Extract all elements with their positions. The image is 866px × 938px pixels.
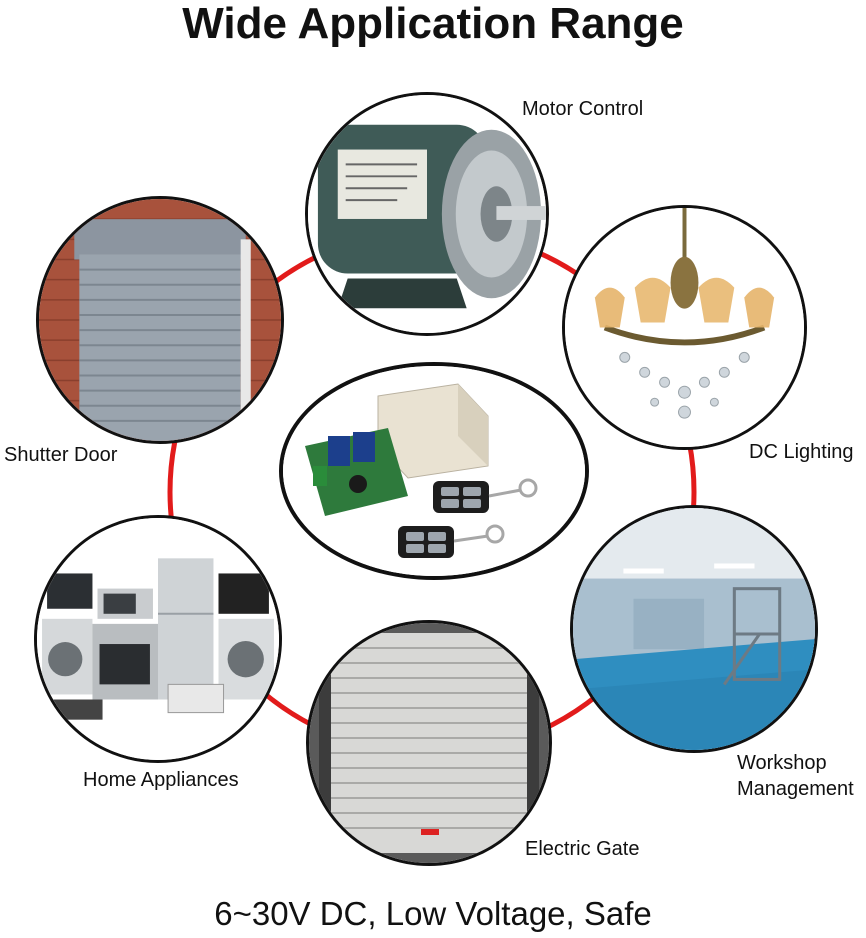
dc-lighting-label: DC Lighting xyxy=(749,441,854,463)
shutter-door-label: Shutter Door xyxy=(4,444,118,466)
workshop-management-label-line2: Management xyxy=(737,778,854,800)
home-appliances-label: Home Appliances xyxy=(83,769,239,791)
shutter-door-image xyxy=(36,196,284,444)
home-appliances-image xyxy=(34,515,282,763)
page-title: Wide Application Range xyxy=(182,0,684,48)
electric-gate-label: Electric Gate xyxy=(525,838,640,860)
dc-lighting-image xyxy=(562,205,807,450)
motor-control-label: Motor Control xyxy=(522,98,644,120)
voltage-tagline: 6~30V DC, Low Voltage, Safe xyxy=(214,895,652,932)
remote-receiver-product-image xyxy=(279,362,589,580)
electric-gate-image xyxy=(306,620,552,866)
workshop-management-image xyxy=(570,505,818,753)
motor-control-image xyxy=(305,92,549,336)
workshop-management-label-line1: Workshop xyxy=(737,752,827,774)
